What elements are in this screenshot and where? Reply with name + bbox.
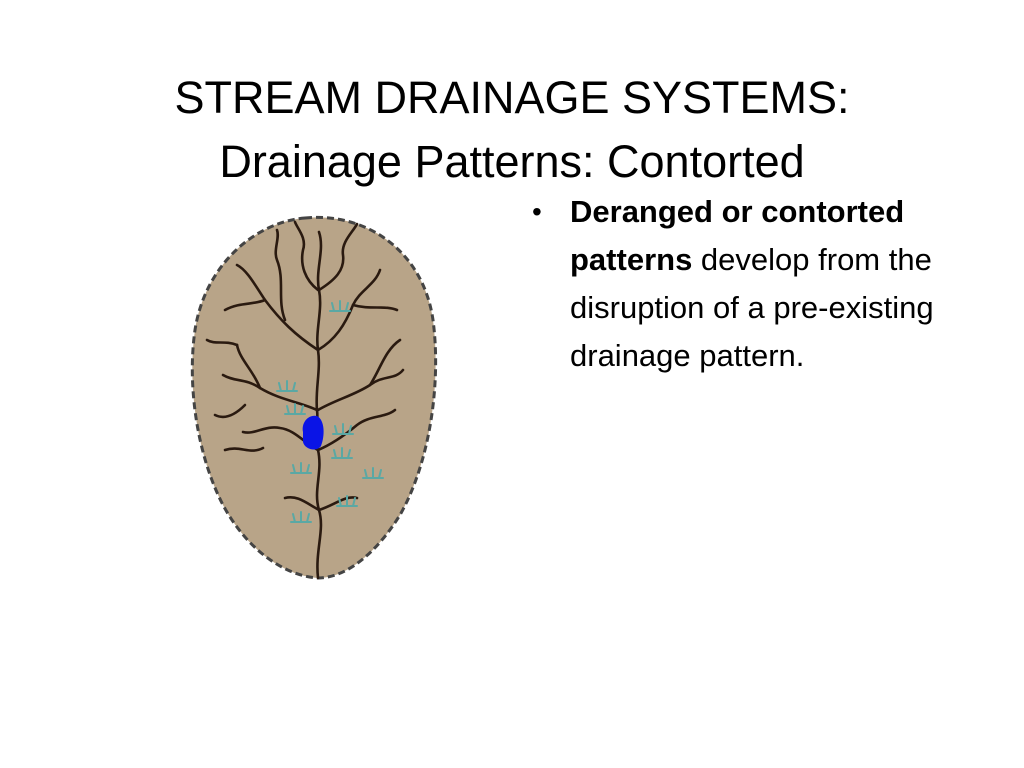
deranged-drainage-diagram	[185, 210, 445, 585]
title-line-2: Drainage Patterns: Contorted	[219, 136, 805, 188]
lake	[302, 415, 324, 450]
bullet-body-text: develop from the disruption of a pre-exi…	[570, 242, 934, 373]
drainage-basin	[190, 215, 438, 580]
marsh-symbols	[276, 300, 384, 523]
slide-title: STREAM DRAINAGE SYSTEMS: Drainage Patter…	[0, 66, 1024, 194]
bullet-marker: •	[532, 196, 542, 227]
drainage-svg	[190, 215, 438, 580]
title-line-1: STREAM DRAINAGE SYSTEMS:	[174, 72, 850, 124]
bullet-item: • Deranged or contorted patterns develop…	[530, 188, 970, 380]
bullet-list: • Deranged or contorted patterns develop…	[530, 188, 970, 380]
bullet-bold-text: Deranged or contorted patterns	[570, 194, 905, 277]
